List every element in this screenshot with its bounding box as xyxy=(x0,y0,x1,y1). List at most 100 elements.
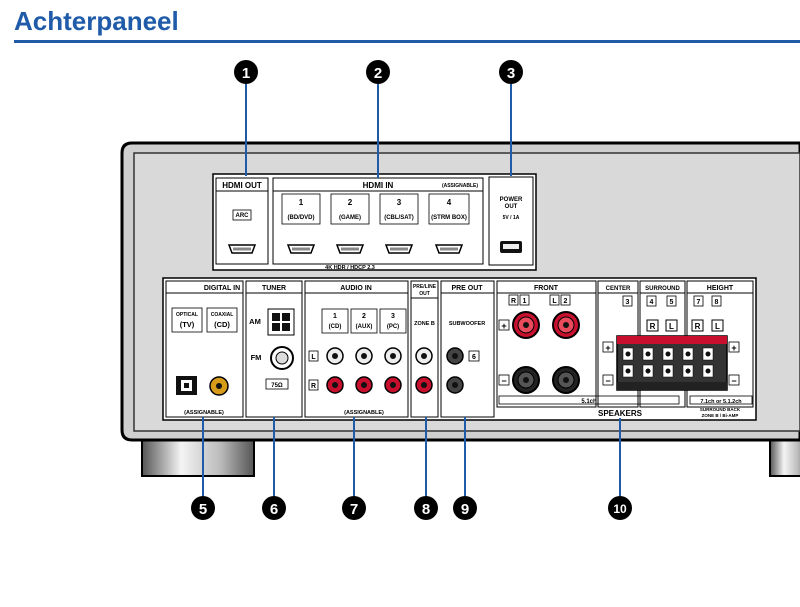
zone-b-label: ZONE B xyxy=(414,321,435,327)
optical-sub: (TV) xyxy=(180,320,195,329)
audio-in-1-r-jack[interactable] xyxy=(326,376,344,394)
callout-8-num: 8 xyxy=(422,501,430,518)
hdmi-in-section: HDMI IN (ASSIGNABLE) 1 (BD/DVD) 2 (GAME)… xyxy=(272,177,484,265)
callout-1: 1 xyxy=(234,60,258,84)
zone-b-l-jack[interactable] xyxy=(415,347,433,365)
audio-in-3-r-jack[interactable] xyxy=(384,376,402,394)
callout-3-num: 3 xyxy=(507,65,515,82)
left-foot xyxy=(141,435,255,477)
subwoofer-jack-2[interactable] xyxy=(446,376,464,394)
power-out-spec: 5V / 1A xyxy=(503,215,520,221)
hdmi-in-1[interactable]: 1 (BD/DVD) xyxy=(281,193,321,254)
audio-in-3-l-jack[interactable] xyxy=(384,347,402,365)
audio-in-section: AUDIO IN 1 (CD) 2 (AUX) 3 (PC) L R (ASSI… xyxy=(304,280,409,418)
callout-1-num: 1 xyxy=(242,65,250,82)
front-r-plus-binding-post[interactable] xyxy=(512,311,540,339)
power-out-line2: OUT xyxy=(505,204,518,210)
hdmi-in-assignable: (ASSIGNABLE) xyxy=(442,183,478,189)
audio-in-assignable: (ASSIGNABLE) xyxy=(344,410,384,416)
hdmi-in-4[interactable]: 4 (STRM BOX) xyxy=(428,193,470,254)
digital-in-assignable: (ASSIGNABLE) xyxy=(184,410,224,416)
upper-board xyxy=(212,173,537,271)
callout-5: 5 xyxy=(191,496,215,520)
center-num: 3 xyxy=(626,299,630,306)
audio-in-3-label: (PC) xyxy=(387,324,399,330)
zone-b-r-jack[interactable] xyxy=(415,376,433,394)
audio-in-2-l-jack[interactable] xyxy=(355,347,373,365)
height-l: L xyxy=(715,322,720,331)
height-minus: − xyxy=(731,376,736,386)
height-title: HEIGHT xyxy=(707,285,734,292)
front-l-minus-binding-post[interactable] xyxy=(552,366,580,394)
front-speakers-section: FRONT R 1 L 2 + − xyxy=(496,280,597,408)
hdmi-in-3-label: (CBL/SAT) xyxy=(384,215,414,221)
title-rule xyxy=(14,40,800,43)
height-ch-label: 7.1ch or 5.1.2ch xyxy=(700,399,742,405)
audio-in-2-num: 2 xyxy=(362,313,366,320)
fm-antenna-port[interactable] xyxy=(270,346,294,370)
optical-label: OPTICAL xyxy=(176,312,198,318)
tuner-title: TUNER xyxy=(262,285,286,292)
center-title: CENTER xyxy=(606,286,631,292)
front-l-plus-binding-post[interactable] xyxy=(552,311,580,339)
subwoofer-jack-1[interactable] xyxy=(446,347,464,365)
callout-6: 6 xyxy=(262,496,286,520)
fm-ohm: 75Ω xyxy=(271,383,283,389)
callout-leaders xyxy=(202,84,621,496)
am-antenna-terminal[interactable] xyxy=(267,308,295,336)
speakers-title: SPEAKERS xyxy=(598,409,643,418)
zone-b-biamp-label: ZONE B / Bi-AMP xyxy=(702,413,739,418)
front-ch-label: 5.1ch xyxy=(581,399,597,405)
coaxial-label: COAXIAL xyxy=(211,312,234,318)
height-n1: 7 xyxy=(697,299,701,306)
hdmi-out-port[interactable] xyxy=(227,244,257,254)
callout-7: 7 xyxy=(342,496,366,520)
front-l: L xyxy=(552,298,557,305)
pre-out-section: PRE OUT SUBWOOFER 6 xyxy=(440,280,495,418)
audio-in-1-l-jack[interactable] xyxy=(326,347,344,365)
hdmi-in-4-label: (STRM BOX) xyxy=(431,215,467,221)
hdmi-in-3[interactable]: 3 (CBL/SAT) xyxy=(379,193,419,254)
callout-3: 3 xyxy=(499,60,523,84)
audio-in-3-num: 3 xyxy=(391,313,395,320)
usb-port[interactable] xyxy=(500,241,522,253)
hdmi-out-title: HDMI OUT xyxy=(222,181,262,190)
audio-in-1-num: 1 xyxy=(333,313,337,320)
audio-in-2-label: (AUX) xyxy=(356,324,373,330)
fm-label: FM xyxy=(251,353,262,362)
digital-in-section: DIGITAL IN OPTICAL (TV) COAXIAL (CD) (AS… xyxy=(165,280,244,418)
pre-line-out-section: PRE/LINE OUT ZONE B xyxy=(410,280,439,418)
height-n2: 8 xyxy=(715,299,719,306)
callout-10: 10 xyxy=(608,496,632,520)
surround-n2: 5 xyxy=(670,299,674,306)
hdmi-in-2-label: (GAME) xyxy=(339,215,361,221)
front-l-num: 2 xyxy=(564,298,568,305)
front-minus: − xyxy=(501,376,506,386)
audio-in-1-label: (CD) xyxy=(329,324,342,330)
speaker-push-terminal-block[interactable] xyxy=(616,335,728,391)
callout-6-num: 6 xyxy=(270,501,278,518)
callout-2: 2 xyxy=(366,60,390,84)
hdmi-in-1-label: (BD/DVD) xyxy=(288,215,315,221)
coaxial-port[interactable] xyxy=(209,376,229,396)
pre-out-title: PRE OUT xyxy=(451,285,483,292)
hdmi-in-4-num: 4 xyxy=(447,198,452,207)
callout-10-num: 10 xyxy=(613,502,627,516)
subwoofer-label: SUBWOOFER xyxy=(449,321,485,327)
optical-port[interactable] xyxy=(176,376,197,395)
front-r: R xyxy=(511,298,516,305)
callout-8: 8 xyxy=(414,496,438,520)
audio-in-2-r-jack[interactable] xyxy=(355,376,373,394)
callout-7-num: 7 xyxy=(350,501,358,518)
height-plus: + xyxy=(731,343,736,353)
audio-in-r: R xyxy=(311,383,316,390)
hdmi-in-2[interactable]: 2 (GAME) xyxy=(330,193,370,254)
callout-9: 9 xyxy=(453,496,477,520)
page-title: Achterpaneel xyxy=(14,6,179,36)
height-r: R xyxy=(695,322,701,331)
front-r-num: 1 xyxy=(523,298,527,305)
front-r-minus-binding-post[interactable] xyxy=(512,366,540,394)
front-title: FRONT xyxy=(534,285,559,292)
front-plus: + xyxy=(501,321,506,331)
audio-in-l: L xyxy=(311,354,316,361)
